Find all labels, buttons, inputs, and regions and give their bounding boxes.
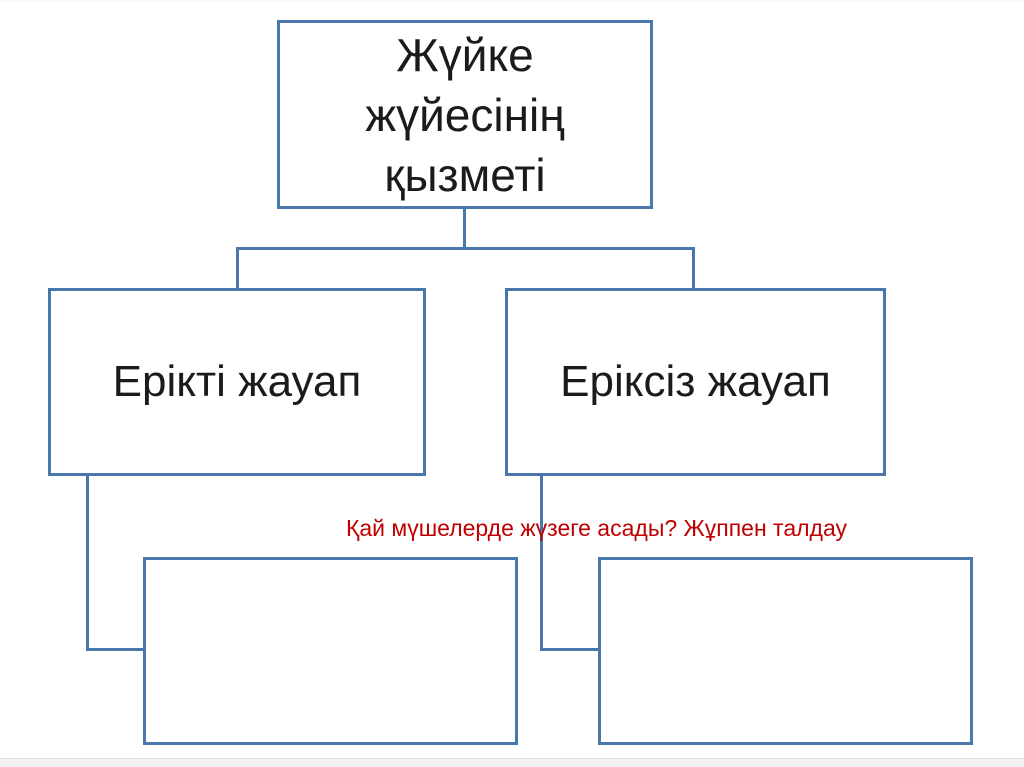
empty-answer-node-right — [598, 557, 973, 745]
connector-drop-right — [692, 247, 695, 291]
connector-drop-left — [236, 247, 239, 291]
slide-bottom-edge — [0, 758, 1024, 767]
involuntary-response-label: Еріксіз жауап — [560, 357, 831, 406]
root-node-nervous-system-function: Жүйке жүйесінің қызметі — [277, 20, 653, 209]
pair-discussion-note: Қай мүшелерде жүзеге асады? Жұппен талда… — [345, 515, 847, 541]
node-voluntary-response: Ерікті жауап — [48, 288, 426, 476]
connector-elbow-right-vertical — [540, 476, 543, 651]
connector-main-horizontal — [236, 247, 695, 250]
connector-elbow-right-horizontal — [540, 648, 601, 651]
node-involuntary-response: Еріксіз жауап — [505, 288, 886, 476]
connector-root-stub — [463, 209, 466, 250]
empty-answer-node-left — [143, 557, 518, 745]
voluntary-response-label: Ерікті жауап — [112, 357, 362, 406]
root-node-label: Жүйке жүйесінің қызметі — [365, 28, 565, 201]
connector-elbow-left-horizontal — [86, 648, 146, 651]
connector-elbow-left-vertical — [86, 476, 89, 651]
slide-top-edge — [0, 0, 1024, 2]
